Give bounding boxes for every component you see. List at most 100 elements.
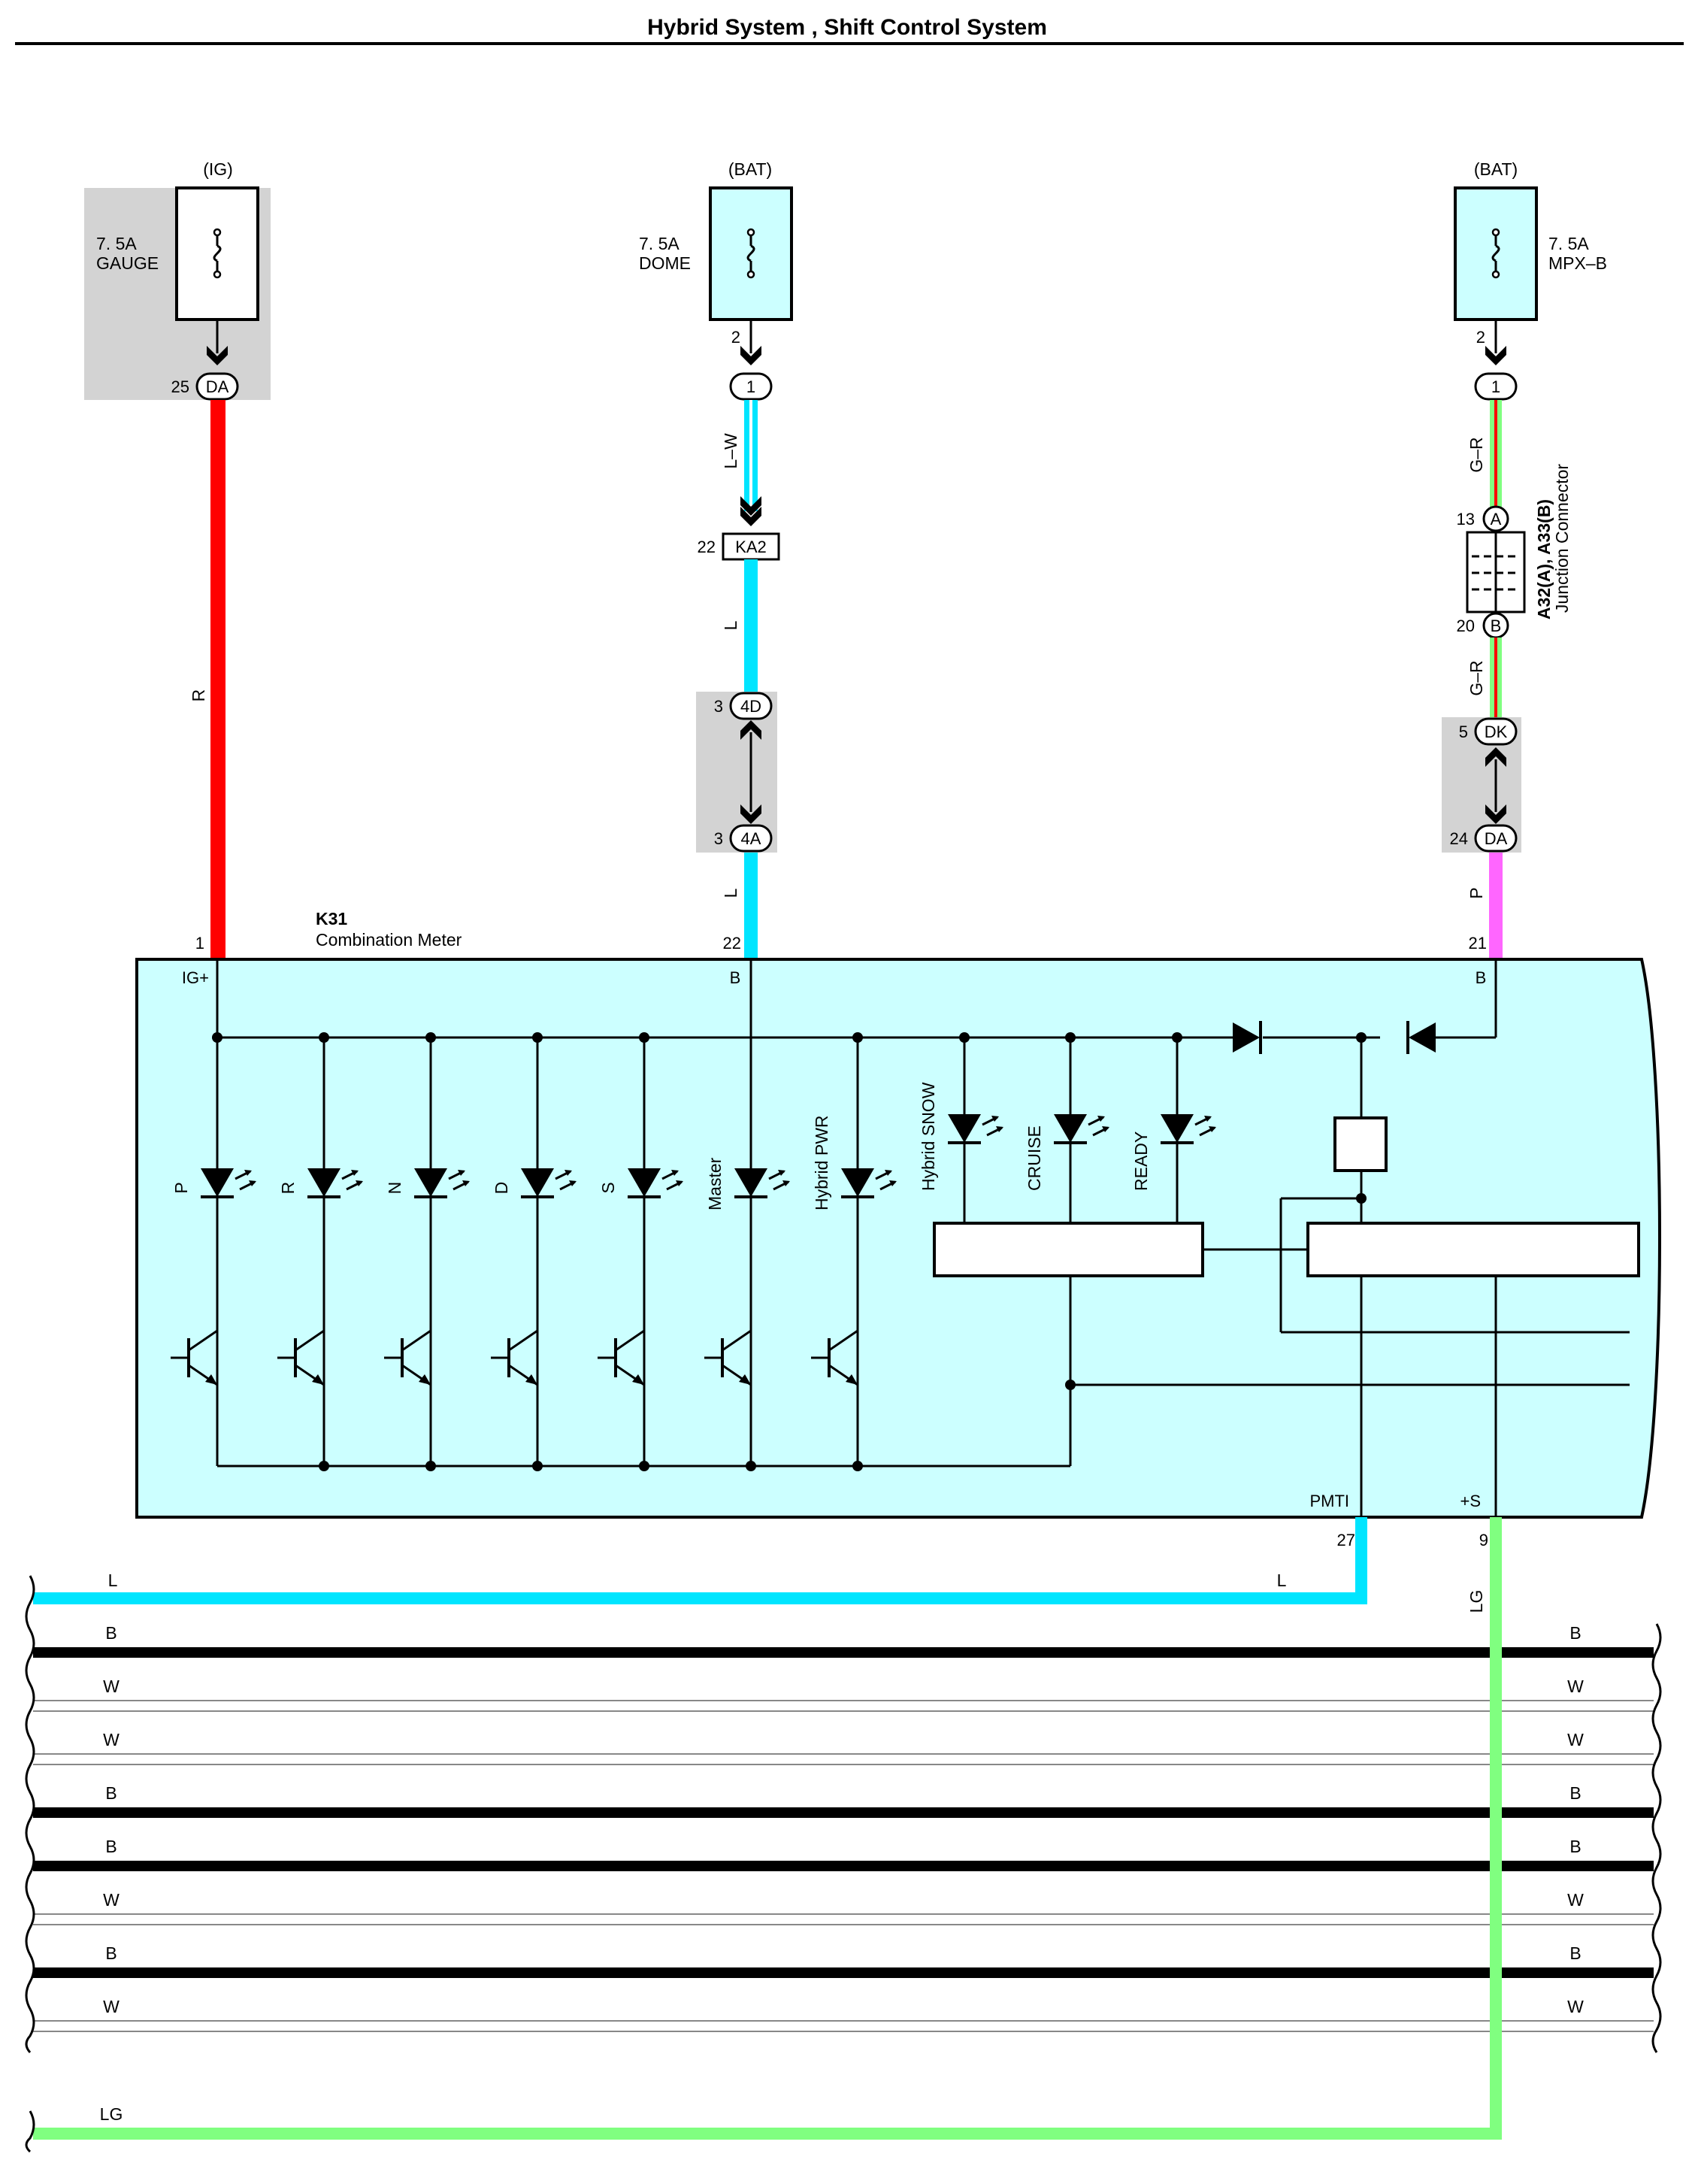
indicator-r: R bbox=[276, 1037, 365, 1466]
pin-number: 22 bbox=[723, 934, 741, 953]
connector-dk-da: DK 5 DA 24 bbox=[1442, 717, 1521, 853]
indicator-label: CRUISE bbox=[1025, 1125, 1044, 1191]
pin-number: 5 bbox=[1459, 722, 1468, 741]
wire-color-label: L bbox=[108, 1571, 118, 1590]
wire-color-label: W bbox=[1567, 1730, 1584, 1749]
pin-number: 20 bbox=[1457, 616, 1475, 635]
junction-label: Junction Connector bbox=[1552, 464, 1572, 613]
indicator-n: N bbox=[383, 1037, 471, 1466]
connector-label: 1 bbox=[1491, 377, 1500, 396]
indicator-master: Master bbox=[703, 1157, 792, 1386]
indicator-cruise: CRUISE bbox=[1025, 1037, 1111, 1223]
junction-label: A32(A), A33(B) bbox=[1534, 499, 1554, 619]
wire-color-label: B bbox=[1569, 1943, 1581, 1963]
indicator-d: D bbox=[489, 1037, 578, 1466]
wire-color-label: W bbox=[103, 1677, 120, 1696]
fuse-dome-rating: 7. 5A bbox=[639, 234, 680, 253]
pin-name: B bbox=[1476, 968, 1487, 987]
connector-label: 4A bbox=[741, 829, 761, 848]
fuse-mpx-name: MPX–B bbox=[1548, 253, 1607, 273]
control-block bbox=[933, 1222, 1204, 1277]
wire-l bbox=[744, 853, 758, 958]
connector-ka2: KA2 22 bbox=[698, 496, 780, 561]
pin-number: 2 bbox=[731, 328, 740, 347]
wire-g-r bbox=[1490, 400, 1502, 516]
connector-label: DA bbox=[1485, 829, 1508, 848]
indicator-label: READY bbox=[1131, 1131, 1151, 1191]
indicator-label: Hybrid SNOW bbox=[919, 1082, 938, 1191]
pin-number: 3 bbox=[714, 829, 723, 848]
fuse-dome: (BAT) 7. 5A DOME 1 2 bbox=[639, 159, 793, 401]
fuse-dome-source: (BAT) bbox=[728, 159, 772, 179]
wire-color-label: R bbox=[189, 689, 208, 702]
wire-color-label: LG bbox=[100, 2104, 123, 2124]
page-title: Hybrid System , Shift Control System bbox=[647, 15, 1047, 40]
fuse-gauge-rating: 7. 5A bbox=[96, 234, 137, 253]
pin-name: IG+ bbox=[182, 968, 209, 987]
pin-name: B bbox=[730, 968, 741, 987]
pin-number: 2 bbox=[1476, 328, 1485, 347]
wire-color-label: L–W bbox=[721, 433, 740, 469]
meter-id: K31 bbox=[316, 909, 347, 928]
fuse-gauge-name: GAUGE bbox=[96, 253, 159, 273]
fuse-mpx-rating: 7. 5A bbox=[1548, 234, 1589, 253]
meter-body bbox=[135, 958, 1661, 1519]
indicator-label: P bbox=[171, 1182, 191, 1193]
wire-color-label: W bbox=[1567, 1890, 1584, 1910]
indicator-hybrid-pwr: Hybrid PWR bbox=[810, 1037, 898, 1466]
indicator-label: R bbox=[278, 1182, 298, 1195]
indicator-ready: READY bbox=[1131, 1037, 1218, 1223]
pin-number: 25 bbox=[171, 377, 189, 396]
diode-icon bbox=[1406, 1021, 1436, 1054]
wire-color-label: L bbox=[721, 888, 740, 898]
pin-number: 1 bbox=[195, 934, 204, 953]
wire-color-label: B bbox=[105, 1623, 117, 1643]
connector-label: DA bbox=[206, 377, 229, 396]
pin-number: 13 bbox=[1457, 510, 1475, 529]
fuse-dome-name: DOME bbox=[639, 253, 691, 273]
pin-name: PMTI bbox=[1309, 1492, 1349, 1510]
junction-connector: A 13 B 20 A32(A), A33(B) Junction Connec… bbox=[1457, 464, 1572, 639]
wire-color-label: B bbox=[1569, 1837, 1581, 1856]
indicator-s: S bbox=[596, 1037, 685, 1466]
pin-number: 3 bbox=[714, 697, 723, 716]
indicator-p: P bbox=[169, 1037, 258, 1466]
connector-label: B bbox=[1491, 616, 1502, 635]
wire-color-label: G–R bbox=[1466, 437, 1486, 472]
wire-color-label: B bbox=[1569, 1623, 1581, 1643]
wire-plus-s bbox=[33, 1517, 1502, 2140]
wire-color-label: B bbox=[105, 1837, 117, 1856]
wire-g-r bbox=[1490, 638, 1502, 717]
control-block bbox=[1306, 1222, 1640, 1277]
wire-color-label: W bbox=[103, 1730, 120, 1749]
connector-4d-4a: 4D 3 4A 3 bbox=[696, 692, 777, 853]
pin-number: 21 bbox=[1469, 934, 1487, 953]
wire-red bbox=[210, 400, 225, 958]
pin-number: 9 bbox=[1479, 1531, 1488, 1549]
wire-color-label: B bbox=[105, 1943, 117, 1963]
wire-pink bbox=[1489, 853, 1503, 958]
wire-color-label: L bbox=[1277, 1571, 1287, 1590]
wire-pmti bbox=[33, 1517, 1367, 1604]
fuse-gauge: (IG) 7. 5A GAUGE DA 25 bbox=[84, 159, 271, 401]
fuse-mpx-b: (BAT) 7. 5A MPX–B 1 2 bbox=[1454, 159, 1607, 401]
pin-number: 22 bbox=[698, 538, 716, 556]
indicator-hybrid-snow: Hybrid SNOW bbox=[919, 1037, 1005, 1223]
pin-number: 24 bbox=[1450, 829, 1468, 848]
wire-color-label: LG bbox=[1466, 1590, 1486, 1613]
pin-number: 27 bbox=[1337, 1531, 1355, 1549]
indicator-label: Hybrid PWR bbox=[812, 1115, 831, 1210]
wire-color-label: B bbox=[1569, 1783, 1581, 1803]
connector-label: 4D bbox=[740, 697, 761, 716]
break-markers bbox=[25, 1575, 1662, 2153]
